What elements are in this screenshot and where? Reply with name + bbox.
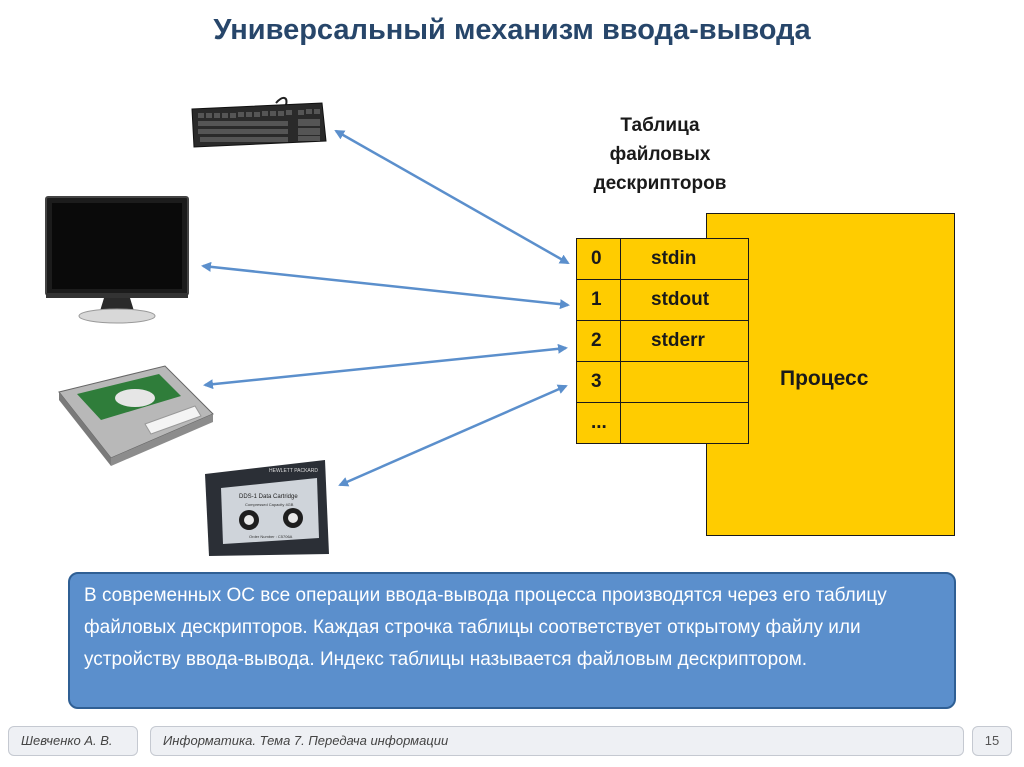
footer-course: Информатика. Тема 7. Передача информации [150, 726, 964, 756]
hard-drive-icon [58, 365, 214, 466]
arrow-keyboard-stdin [334, 129, 570, 265]
file-descriptor-table: 0 stdin 1 stdout 2 stderr 3 ... [576, 238, 749, 444]
arrow-drive-fd2 [203, 343, 568, 390]
fd-index: 1 [576, 279, 621, 321]
table-caption: Таблица файловых дескрипторов [560, 111, 760, 198]
cassette-label-1: DDS-1 Data Cartridge [239, 494, 298, 500]
info-box: В современных ОС все операции ввода-выво… [68, 572, 956, 709]
arrow-tape-fd3 [338, 384, 568, 487]
table-caption-line-3: дескрипторов [593, 173, 727, 194]
process-label: Процесс [780, 367, 869, 390]
table-caption-line-1: Таблица [620, 115, 700, 136]
cassette-brand: HEWLETT PACKARD [269, 468, 318, 474]
fd-name: stdin [620, 238, 749, 280]
cassette-label-3: Order Number : C5706A [249, 534, 293, 539]
arrow-monitor-stdout [201, 261, 570, 310]
fd-name: stdout [620, 279, 749, 321]
fd-name [620, 361, 749, 403]
table-row: 0 stdin [576, 238, 749, 280]
keyboard-icon [191, 97, 327, 148]
table-row: 3 [576, 361, 749, 403]
page-number: 15 [972, 726, 1012, 756]
footer-author: Шевченко А. В. [8, 726, 138, 756]
slide-title: Универсальный механизм ввода-вывода [213, 14, 811, 46]
monitor-icon [45, 196, 189, 324]
table-row: 2 stderr [576, 320, 749, 362]
table-row: ... [576, 402, 749, 444]
table-row: 1 stdout [576, 279, 749, 321]
fd-name: stderr [620, 320, 749, 362]
table-caption-line-2: файловых [609, 144, 711, 165]
cassette-label-2: Compressed Capacity 4GB [245, 502, 294, 507]
fd-index: ... [576, 402, 621, 444]
fd-name [620, 402, 749, 444]
tape-cassette-icon: HEWLETT PACKARD DDS-1 Data Cartridge Com… [205, 460, 329, 556]
